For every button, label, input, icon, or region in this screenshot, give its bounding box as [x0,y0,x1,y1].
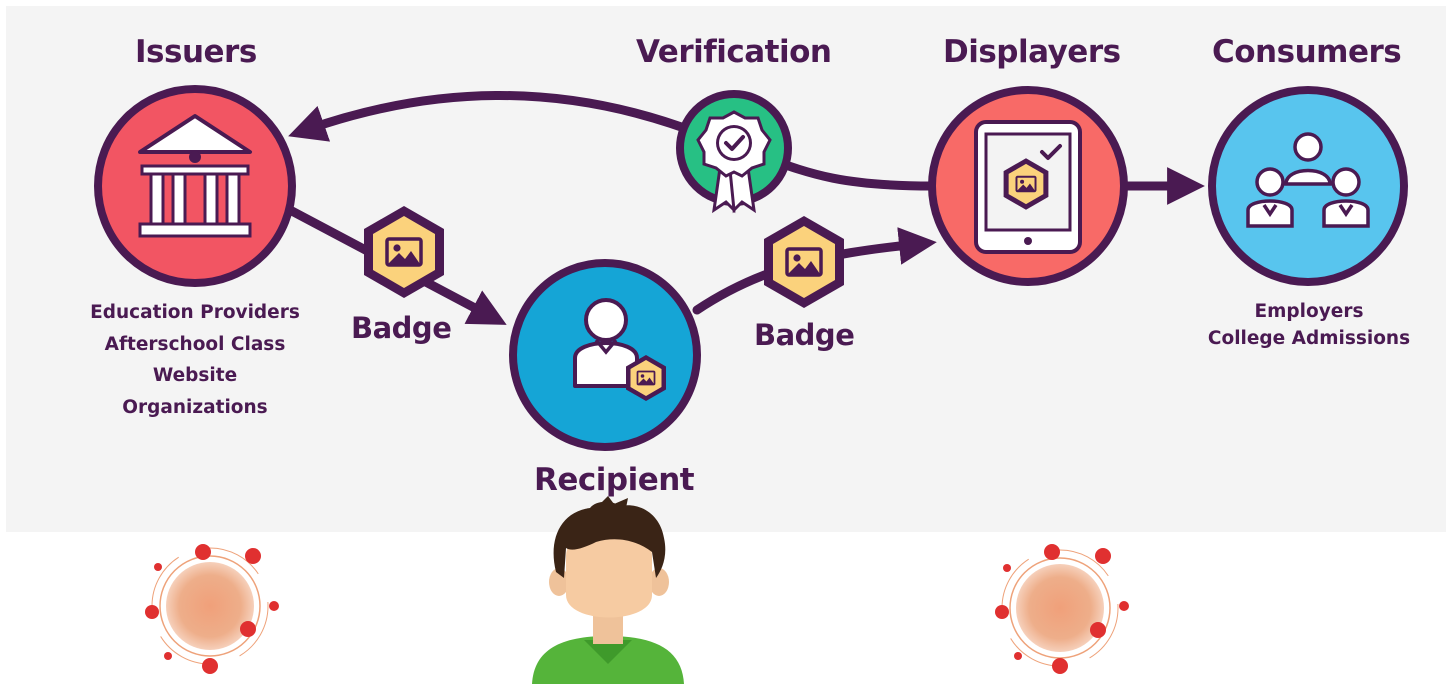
issuers-detail-line: Website [152,365,238,386]
issuers-detail-line: Afterschool Class [104,333,286,355]
edge-displayers-to-issuers [288,91,937,191]
consumers-detail-line: College Admissions [1207,328,1411,349]
decor-swirl-left [145,544,279,674]
consumers-node [1208,86,1408,286]
displayers-node [928,86,1128,286]
user-badge-icon [573,298,667,402]
issuers-title: Issuers [135,34,257,70]
verification-node [676,90,792,214]
issuers-detail-line: Organizations [122,396,268,418]
people-group-icon [1246,132,1370,228]
bank-building-icon [138,114,252,238]
tablet-badge-icon [974,120,1082,254]
person-illustration [532,496,684,684]
verification-title: Verification [636,34,832,70]
badge-label-2: Badge [754,318,855,352]
decor-swirl-right [995,544,1129,674]
issuers-node [94,85,296,287]
badge-label-1: Badge [351,311,452,345]
issuers-detail-line: Education Providers [90,302,300,323]
consumers-details: Employers College Admissions [1192,298,1426,352]
recipient-node [509,259,701,451]
consumers-detail-line: Employers [1254,301,1364,322]
displayers-title: Displayers [943,34,1121,70]
issuers-details: Education Providers Afterschool Class We… [72,297,318,423]
consumers-title: Consumers [1212,34,1402,70]
recipient-title: Recipient [534,462,695,498]
award-ribbon-icon [696,110,772,214]
